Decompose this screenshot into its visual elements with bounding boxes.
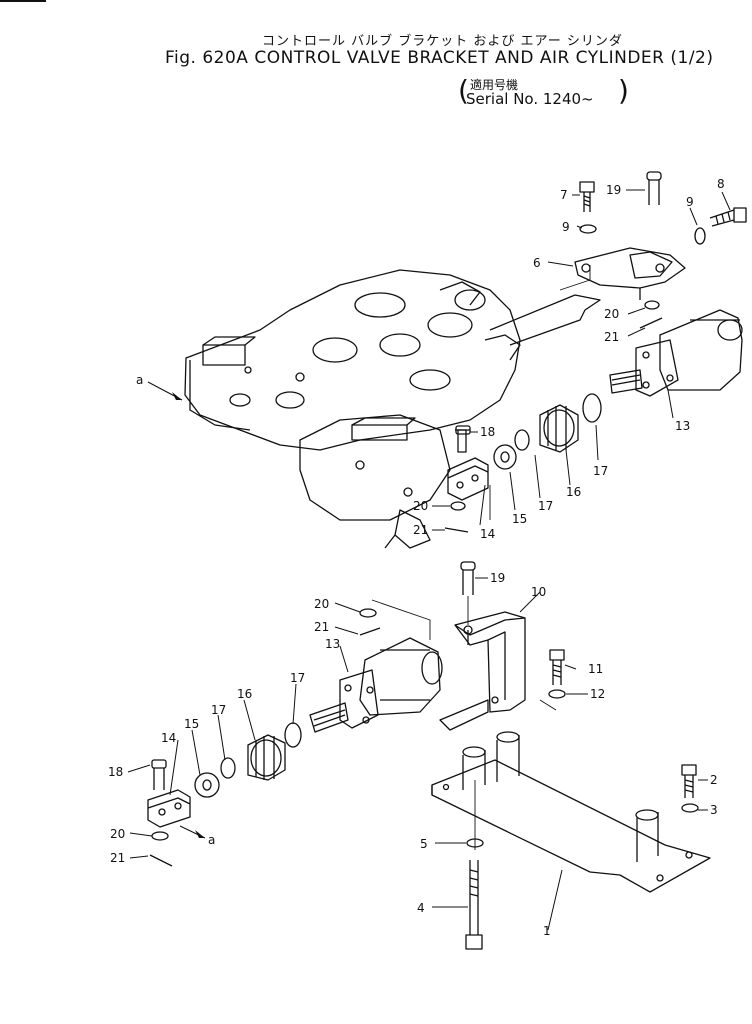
callout-3: 3 (710, 803, 718, 817)
serial-close-paren: ) (618, 74, 629, 107)
callout-17-upper-left: 17 (538, 499, 553, 513)
callout-4: 4 (417, 901, 425, 915)
callout-13-lower: 13 (325, 637, 340, 651)
callout-21-upper: 21 (604, 330, 619, 344)
callout-15-upper: 15 (512, 512, 527, 526)
leader-lines (127, 189, 731, 931)
upper-bracket (489, 247, 686, 346)
figure-title: Fig. 620A CONTROL VALVE BRACKET AND AIR … (165, 48, 714, 68)
upper-boot-and-rings (493, 393, 602, 470)
callout-21-lower-left: 21 (110, 851, 125, 865)
fasteners (149, 171, 747, 950)
callout-16-upper: 16 (566, 485, 581, 499)
callout-12: 12 (590, 687, 605, 701)
callout-18-lower: 18 (108, 765, 123, 779)
callout-15-lower: 15 (184, 717, 199, 731)
callout-17-lower-right: 17 (290, 671, 305, 685)
callout-8: 8 (717, 177, 725, 191)
callout-5: 5 (420, 837, 428, 851)
callout-6: 6 (533, 256, 541, 270)
callout-1: 1 (543, 924, 551, 938)
callout-10: 10 (531, 585, 546, 599)
callout-21-mid: 21 (413, 523, 428, 537)
callout-11: 11 (588, 662, 603, 676)
callout-20-lower-left: 20 (110, 827, 125, 841)
callout-21-lower: 21 (314, 620, 329, 634)
callout-19-lower: 19 (490, 571, 505, 585)
serial-open-paren: ( (458, 74, 469, 107)
callout-2: 2 (710, 773, 718, 787)
callout-20-mid: 20 (413, 499, 428, 513)
callout-9-right: 9 (686, 195, 694, 209)
japanese-title: コントロール バルブ ブラケット および エアー シリンダ (262, 34, 623, 49)
diagram-header: コントロール バルブ ブラケット および エアー シリンダ Fig. 620A … (0, 0, 752, 120)
assembly-guide-lines (371, 265, 591, 850)
base-plate (431, 731, 711, 893)
callout-a-upper: a (136, 373, 143, 387)
control-valve-body (184, 269, 521, 549)
callout-18-upper: 18 (480, 425, 495, 439)
callout-17-lower-left: 17 (211, 703, 226, 717)
callout-7: 7 (560, 188, 568, 202)
corner-mark (0, 0, 46, 2)
callout-labels: 7 19 8 9 9 6 20 21 a 13 18 17 16 17 15 1… (108, 177, 725, 938)
serial-number: Serial No. 1240~ (466, 90, 594, 108)
lower-clevis (147, 789, 191, 828)
callout-20-lower: 20 (314, 597, 329, 611)
callout-16-lower: 16 (237, 687, 252, 701)
upper-clevis (447, 429, 489, 501)
callout-9-left: 9 (562, 220, 570, 234)
direction-arrows (172, 392, 205, 838)
upper-air-cylinder (609, 309, 743, 397)
callout-13-upper: 13 (675, 419, 690, 433)
callout-17-upper-right: 17 (593, 464, 608, 478)
callout-14-upper: 14 (480, 527, 495, 541)
arrow-lower-a (195, 830, 205, 838)
arrow-upper-a (172, 392, 182, 400)
serial-japanese-label: 適用号機 (470, 78, 519, 92)
lower-air-cylinder (309, 637, 443, 733)
lower-bracket (439, 611, 526, 731)
callout-14-lower: 14 (161, 731, 176, 745)
lower-boot-and-rings (194, 722, 302, 798)
callout-20-upper: 20 (604, 307, 619, 321)
callout-a-lower: a (208, 833, 215, 847)
callout-19-upper: 19 (606, 183, 621, 197)
